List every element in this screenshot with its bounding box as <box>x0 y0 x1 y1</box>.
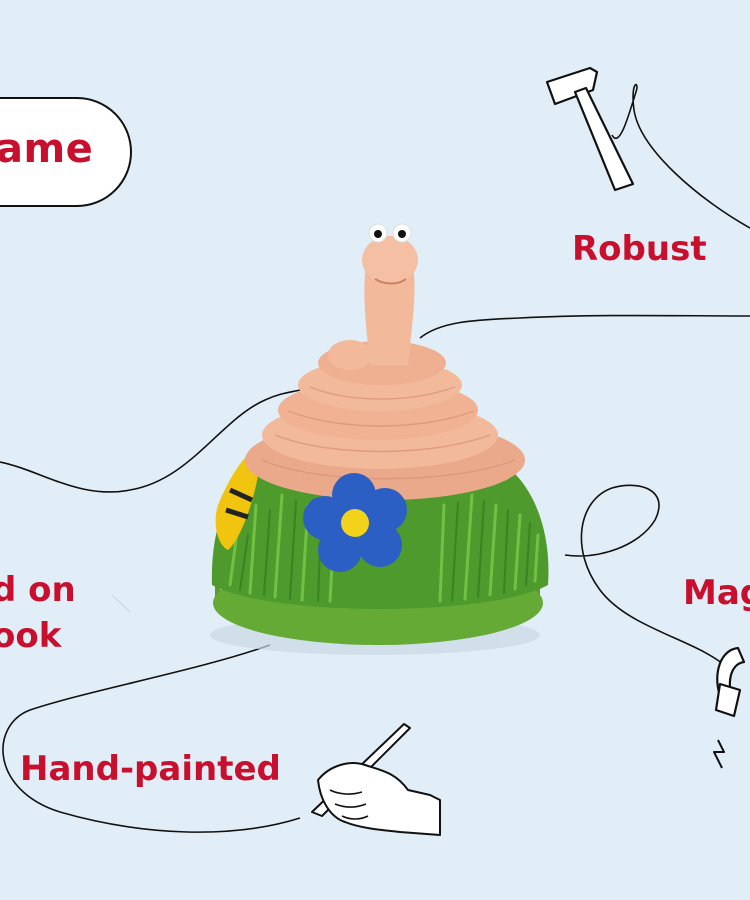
hammer-icon <box>545 66 635 192</box>
left-connector-line <box>0 389 301 493</box>
feature-label-magnetic: Mag <box>683 573 750 613</box>
magnet-icon <box>713 646 746 769</box>
flower-decoration <box>303 473 407 572</box>
feature-label-based-on-book: d on ook <box>0 567 76 659</box>
magnet-connector-line <box>564 484 731 671</box>
feature-label-based-on-book-line1: d on <box>0 570 76 610</box>
feature-label-robust: Robust <box>572 229 707 269</box>
hand-with-paintbrush-icon <box>311 723 441 836</box>
feature-label-hand-painted: Hand-painted <box>20 749 281 789</box>
worm-figurine-image <box>210 223 549 655</box>
hand-connector-line <box>2 644 301 833</box>
decor-streak <box>111 594 131 613</box>
robust-connector-line <box>611 83 750 229</box>
top-right-connector-line <box>419 314 750 339</box>
title-pill <box>0 97 132 207</box>
feature-label-based-on-book-line2: ook <box>0 616 62 656</box>
title-pill-label: ame <box>0 126 94 172</box>
